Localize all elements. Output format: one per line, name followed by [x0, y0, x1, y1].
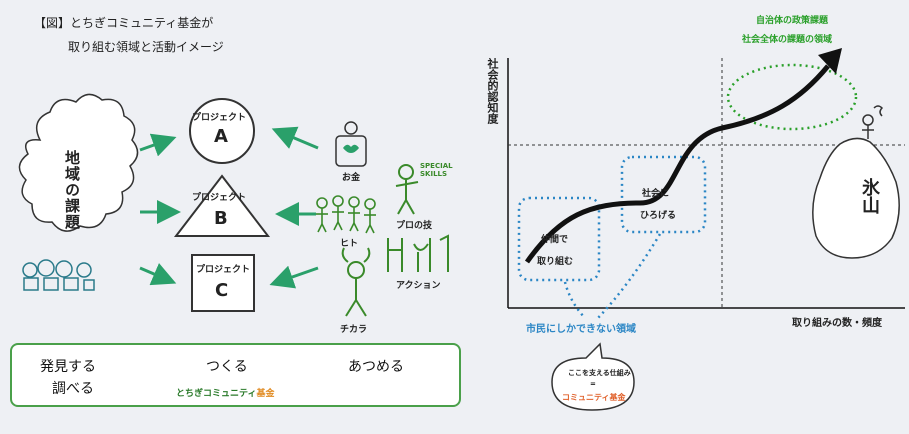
iceberg-label: 氷山 — [859, 178, 880, 214]
issue-cloud-shape — [18, 93, 139, 232]
power-icon — [341, 247, 371, 317]
project-c-square — [191, 254, 255, 312]
citizen-area-label: 市民にしかできない領域 — [526, 324, 636, 335]
project-b-name: プロジェクト — [192, 193, 247, 203]
skills-badge: SPECIAL SKILLS — [420, 162, 453, 178]
y-axis-label: 社会的認知度 — [486, 58, 499, 124]
fund-logo-highlight: 基金 — [256, 389, 275, 399]
skills-badge-line2: SKILLS — [420, 170, 448, 178]
arrows-from-resources — [269, 126, 319, 289]
legend-discover: 発見する — [40, 359, 96, 375]
money-jar-icon — [335, 121, 367, 167]
power-label: チカラ — [340, 325, 368, 335]
growth-curve — [524, 64, 830, 264]
project-a-letter: A — [214, 126, 228, 147]
action-icon — [387, 234, 449, 272]
activity-legend — [10, 343, 461, 407]
caption-line1: 【図】とちぎコミュニティ基金が — [34, 16, 214, 30]
project-c-name: プロジェクト — [196, 265, 251, 275]
goal-line1: 自治体の政策課題 — [756, 16, 829, 26]
stage2-line1: 社会に — [642, 189, 670, 199]
support-bubble — [551, 342, 635, 411]
project-a-circle — [189, 98, 255, 164]
project-b-triangle — [173, 174, 271, 237]
person-on-iceberg-icon — [862, 105, 884, 139]
support-eq: = — [590, 380, 596, 388]
skills-badge-line1: SPECIAL — [420, 162, 453, 170]
caption-line2: 取り組む領域と活動イメージ — [68, 40, 224, 54]
growth-arrowhead — [818, 48, 842, 74]
people-label: ヒト — [340, 239, 359, 249]
legend-research: 調べる — [52, 381, 94, 397]
skills-label: プロの技 — [396, 221, 433, 231]
town-icon — [22, 259, 95, 291]
stage1-line2: 取り組む — [537, 257, 574, 267]
legend-make: つくる — [206, 359, 248, 375]
citizen-connectors — [563, 233, 662, 319]
money-label: お金 — [342, 173, 361, 183]
goal-line2: 社会全体の課題の領域 — [742, 35, 833, 45]
iceberg-shape — [812, 137, 900, 259]
issue-label: 地域の課題 — [63, 150, 81, 230]
project-a-name: プロジェクト — [192, 113, 247, 123]
fund-logo-text: とちぎコミュニティ基金 — [176, 386, 274, 399]
chart-axes — [507, 58, 905, 309]
fund-logo-main: とちぎコミュニティ — [176, 389, 257, 399]
goal-area-ellipse — [726, 63, 858, 131]
pro-skills-icon — [395, 164, 419, 215]
people-group-icon — [316, 195, 376, 234]
stage1-box — [517, 196, 601, 282]
support-line2: コミュニティ基金 — [562, 393, 626, 402]
stage2-box — [620, 155, 707, 234]
arrows-to-projects — [139, 133, 181, 286]
x-axis-label: 取り組みの数・頻度 — [792, 318, 882, 329]
project-c-letter: C — [215, 280, 229, 301]
support-line1: ここを支える仕組み — [568, 369, 631, 377]
stage2-line2: ひろげる — [640, 211, 677, 221]
project-b-letter: B — [214, 208, 228, 229]
legend-gather: あつめる — [348, 359, 404, 375]
action-label: アクション — [396, 281, 441, 291]
stage1-line1: 仲間で — [541, 235, 569, 245]
